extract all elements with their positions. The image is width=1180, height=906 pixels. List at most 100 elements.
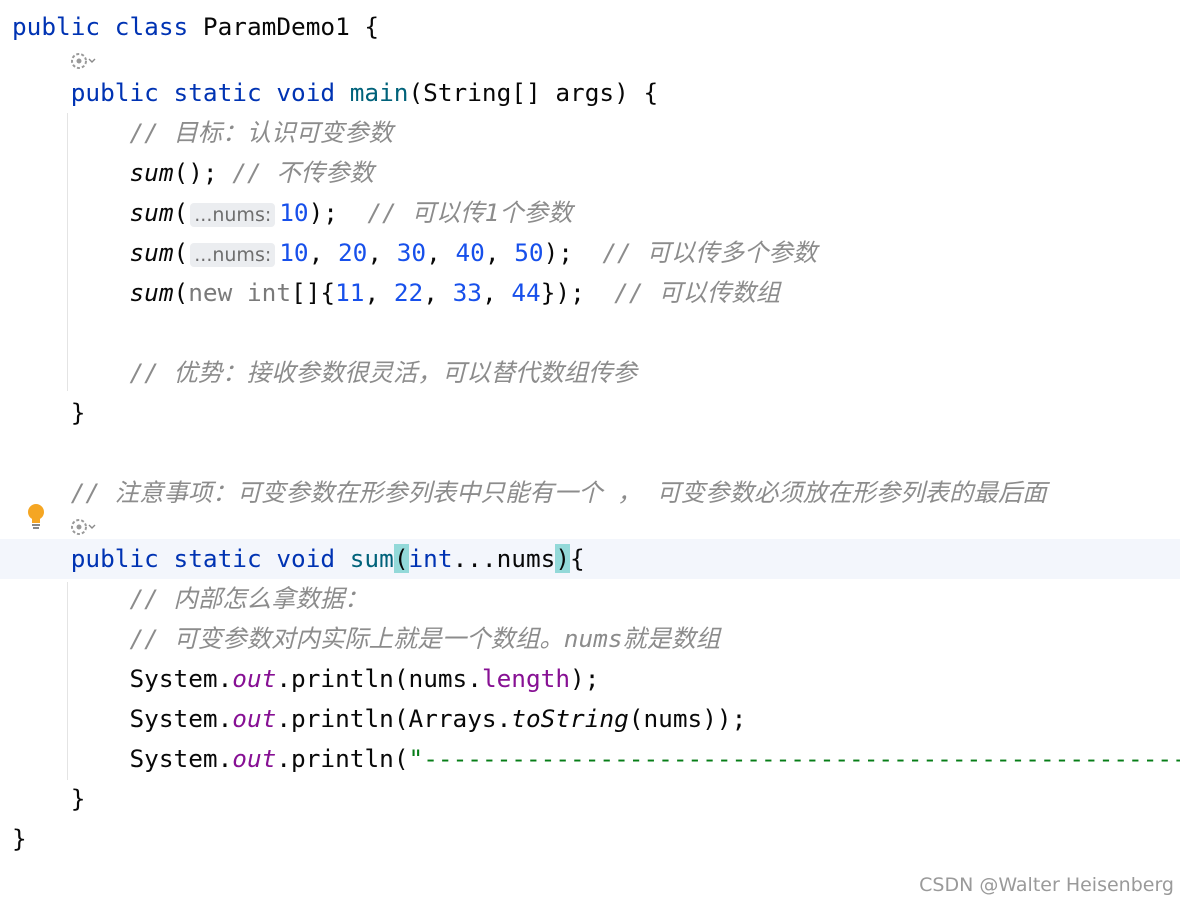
code-text: System. [12,664,233,693]
code-line[interactable]: System.out.println("--------------------… [0,739,1180,779]
static-field: out [232,744,277,773]
code-line[interactable]: // 优势：接收参数很灵活，可以替代数组传参 [0,353,1180,393]
code-line[interactable]: sum(new int[]{11, 22, 33, 44}); // 可以传数组 [0,273,1180,313]
code-text: } [12,784,86,813]
number-literal: 33 [452,278,482,307]
method-call: sum [129,238,174,267]
code-text: ); [308,198,368,227]
code-text: (String[] args) { [408,78,659,107]
code-text [12,278,129,307]
code-text: } [12,398,86,427]
code-text: , [364,278,394,307]
comment: // 可以传数组 [614,278,781,307]
code-line[interactable]: } [0,393,1180,433]
string-literal: "---------------------------------------… [408,744,1180,773]
matched-brace: ) [555,544,571,573]
code-text: ( [173,198,189,227]
code-line[interactable]: } [0,779,1180,819]
code-text: ...nums [452,544,556,573]
number-literal: 10 [279,198,309,227]
comment: // 不传参数 [232,158,374,187]
static-field: out [232,704,277,733]
code-line[interactable] [0,433,1180,473]
code-text: ); [570,664,600,693]
comment: // 可以传多个参数 [602,238,818,267]
code-text: , [423,278,453,307]
number-literal: 44 [511,278,541,307]
code-text: System. [12,704,233,733]
indent-guide [67,113,68,391]
code-line[interactable]: // 注意事项：可变参数在形参列表中只能有一个 ， 可变参数必须放在形参列表的最… [0,473,1180,513]
method-name: sum [349,544,394,573]
comment: // 可以传1个参数 [367,198,573,227]
lightbulb-icon[interactable] [25,502,47,532]
gutter-icon-row[interactable] [0,513,1180,539]
number-literal: 22 [393,278,424,307]
number-literal: 40 [455,238,485,267]
code-text: []{ [291,278,336,307]
code-text [12,238,129,267]
number-literal: 30 [396,238,427,267]
code-text: } [12,824,27,853]
code-text: , [367,238,397,267]
code-line[interactable]: // 可变参数对内实际上就是一个数组。nums就是数组 [0,619,1180,659]
run-gear-icon[interactable] [70,50,96,72]
comment: // 注意事项：可变参数在形参列表中只能有一个 ， 可变参数必须放在形参列表的最… [12,478,1047,507]
code-text: ); [543,238,603,267]
code-line[interactable]: public static void main(String[] args) { [0,73,1180,113]
code-line[interactable]: // 目标：认识可变参数 [0,113,1180,153]
code-text: (); [173,158,233,187]
code-text [12,198,129,227]
code-text: { [570,544,585,573]
method-call: sum [129,158,174,187]
static-field: out [232,664,277,693]
keyword: int [408,544,453,573]
comment: // 目标：认识可变参数 [12,118,394,147]
code-line[interactable]: } [0,819,1180,859]
keyword: public static void [12,78,350,107]
field: length [481,664,571,693]
code-text: , [308,238,338,267]
code-text: .println( [276,744,409,773]
method-call: sum [129,278,174,307]
comment: // 优势：接收参数很灵活，可以替代数组传参 [12,358,637,387]
matched-brace: ( [393,544,409,573]
code-text: , [426,238,456,267]
number-literal: 20 [338,238,368,267]
code-text: , [481,278,512,307]
code-line[interactable]: sum(); // 不传参数 [0,153,1180,193]
number-literal: 10 [279,238,309,267]
code-line[interactable]: public static void sum(int...nums){ [0,539,1180,579]
keyword: new int [188,278,292,307]
comment: // 内部怎么拿数据： [12,584,369,613]
method-call: toString [511,704,629,733]
code-text: ParamDemo1 { [202,12,380,41]
code-line[interactable]: public class ParamDemo1 { [0,7,1180,47]
code-text: .println(nums. [276,664,482,693]
gutter-icon-row[interactable] [0,47,1180,73]
code-text: , [484,238,515,267]
code-line[interactable] [0,313,1180,353]
code-text [12,158,129,187]
code-line[interactable]: System.out.println(nums.length); [0,659,1180,699]
code-line[interactable]: sum(...nums:10, 20, 30, 40, 50); // 可以传多… [0,233,1180,273]
code-line[interactable]: System.out.println(Arrays.toString(nums)… [0,699,1180,739]
code-text: .println(Arrays. [276,704,512,733]
code-editor[interactable]: public class ParamDemo1 { public static … [0,7,1180,859]
number-literal: 11 [335,278,365,307]
method-name: main [349,78,409,107]
keyword: public class [12,12,203,41]
number-literal: 50 [514,238,544,267]
comment: // 可变参数对内实际上就是一个数组。nums就是数组 [12,624,721,653]
code-line[interactable]: sum(...nums:10); // 可以传1个参数 [0,193,1180,233]
parameter-hint: ...nums: [190,203,276,227]
watermark: CSDN @Walter Heisenberg [919,874,1174,896]
method-call: sum [129,198,174,227]
parameter-hint: ...nums: [190,243,276,267]
run-gear-icon[interactable] [70,516,96,538]
code-text: }); [540,278,615,307]
keyword: public static void [12,544,350,573]
code-text: (nums)); [628,704,747,733]
code-line[interactable]: // 内部怎么拿数据： [0,579,1180,619]
indent-guide [67,582,68,780]
